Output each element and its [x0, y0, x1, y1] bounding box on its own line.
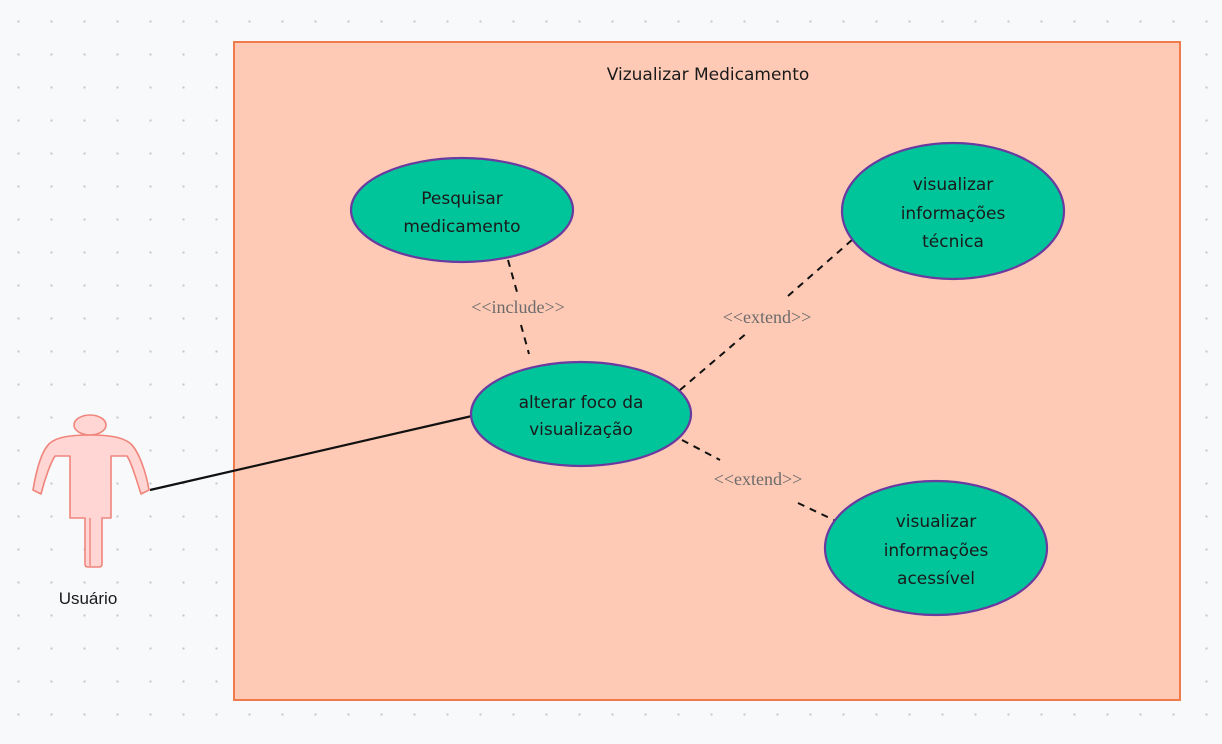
use-case-visualizar-acessivel[interactable]: visualizar informações acessível — [823, 479, 1049, 617]
system-boundary-box[interactable] — [233, 41, 1181, 701]
use-case-alterar-line-1: alterar foco da — [519, 393, 644, 413]
include-line-upper[interactable] — [507, 259, 518, 293]
use-case-tecnica-line-1: visualizar — [913, 175, 994, 195]
use-case-acessivel-line-3: acessível — [897, 569, 975, 589]
use-case-acessivel-ellipse[interactable] — [823, 479, 1049, 617]
system-boundary[interactable]: Vizualizar Medicamento — [233, 41, 1181, 701]
use-case-tecnica-line-2: informações — [901, 204, 1006, 224]
extend-stereotype-label-acessivel: <<extend>> — [714, 469, 803, 489]
use-case-alterar-line-2: visualização — [529, 420, 633, 440]
use-case-visualizar-tecnica[interactable]: visualizar informações técnica — [840, 141, 1066, 281]
actor-stick-figure-icon — [32, 414, 150, 568]
extend-stereotype-label-tecnica: <<extend>> — [723, 307, 812, 327]
use-case-tecnica-line-3: técnica — [922, 232, 984, 252]
extend-line-tecnica-lower[interactable] — [679, 331, 749, 391]
use-case-acessivel-line-2: informações — [884, 541, 989, 561]
include-line-lower[interactable] — [520, 324, 530, 355]
use-case-pesquisar-line-1: Pesquisar — [421, 189, 503, 209]
use-case-alterar-ellipse[interactable] — [469, 360, 693, 468]
use-case-pesquisar-medicamento[interactable]: Pesquisar medicamento — [349, 156, 575, 264]
use-case-pesquisar-ellipse[interactable] — [349, 156, 575, 264]
include-stereotype-label: <<include>> — [471, 297, 565, 317]
use-case-pesquisar-line-2: medicamento — [403, 217, 520, 237]
use-case-tecnica-ellipse[interactable] — [840, 141, 1066, 281]
actor-usuario[interactable]: Usuário — [32, 414, 150, 608]
extend-line-tecnica-upper[interactable] — [787, 239, 853, 297]
association-line-actor-alterar[interactable] — [149, 414, 473, 492]
use-case-acessivel-line-1: visualizar — [896, 512, 977, 532]
actor-label: Usuário — [59, 589, 118, 608]
system-boundary-title: Vizualizar Medicamento — [607, 65, 810, 85]
use-case-alterar-foco[interactable]: alterar foco da visualização — [469, 360, 693, 468]
